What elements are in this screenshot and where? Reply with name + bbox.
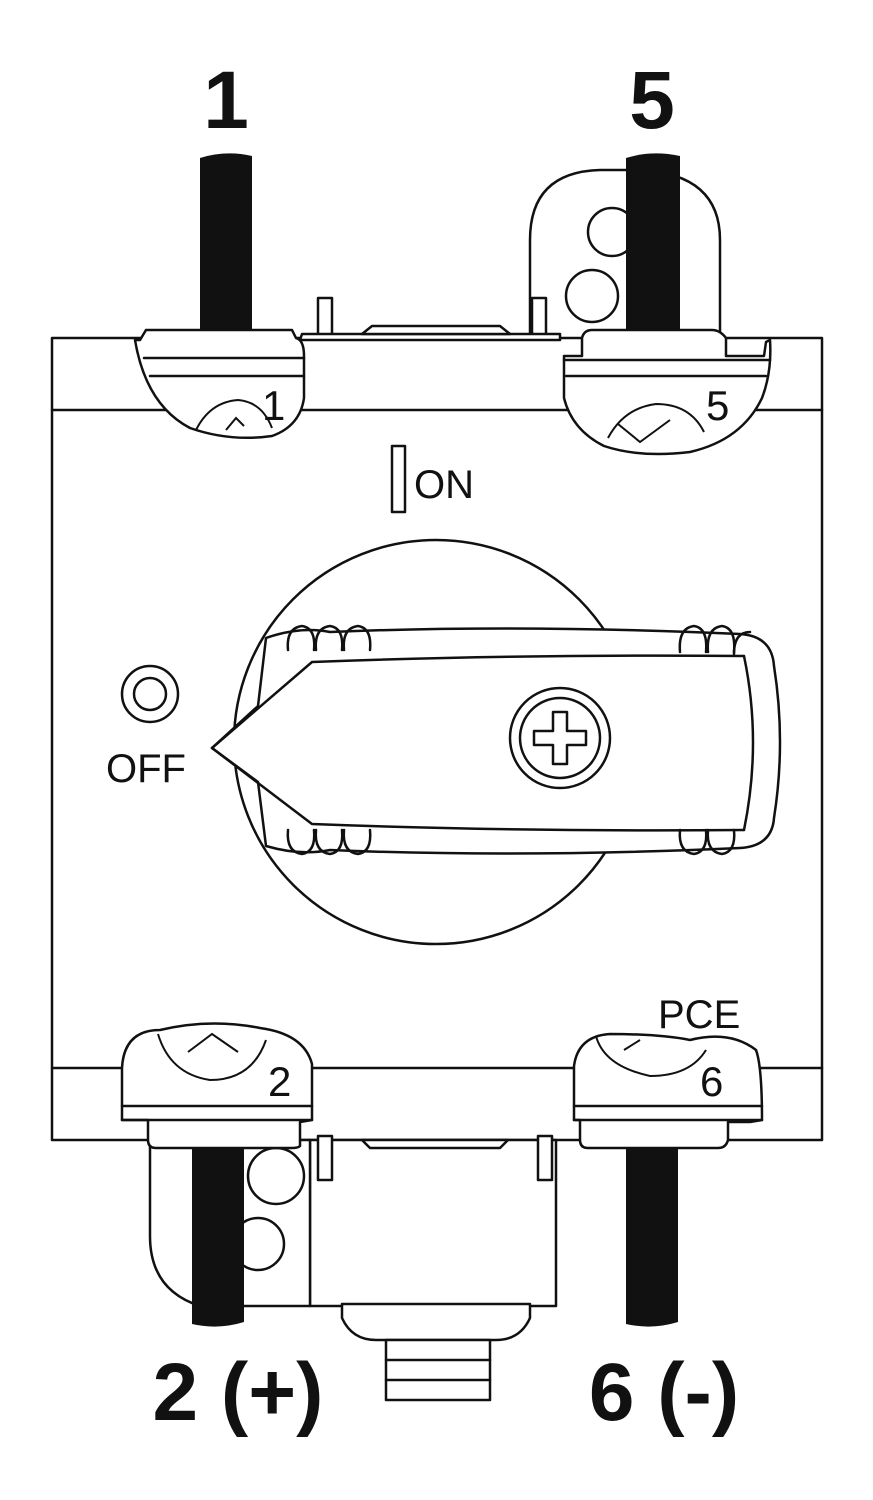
off-label: OFF (106, 747, 186, 791)
off-ring-inner (132, 676, 168, 712)
terminal-2-number: 2 (268, 1058, 291, 1105)
off-indicator: OFF (106, 664, 186, 791)
cable-1-top (200, 153, 252, 340)
terminal-2-bottom: 2 (120, 1022, 314, 1150)
on-mark (390, 444, 407, 514)
on-label: ON (414, 463, 474, 507)
terminal-5-top: 5 (562, 328, 772, 456)
terminal-5-clamp-housing (528, 168, 722, 352)
terminal-5-number: 5 (706, 382, 729, 429)
terminal-1-number: 1 (262, 382, 285, 429)
rotary-knob[interactable] (210, 538, 782, 946)
cable-6-label: 6 (-) (589, 1347, 739, 1438)
cable-2-label: 2 (+) (153, 1347, 324, 1438)
cable-5-top (626, 153, 680, 340)
cable-1-label: 1 (203, 55, 249, 146)
cable-2-bottom (192, 1148, 244, 1327)
terminal-1-top: 1 (133, 328, 306, 440)
cable-6-bottom (626, 1148, 678, 1327)
pce-label: PCE (658, 993, 740, 1037)
on-indicator: ON (390, 444, 474, 514)
knob-screw (508, 686, 612, 790)
bottom-connector-housing (308, 1134, 558, 1402)
knob-handle[interactable] (210, 624, 782, 856)
terminal-6-number: 6 (700, 1058, 723, 1105)
terminal-6-bottom: 6 (572, 1032, 764, 1150)
cable-5-label: 5 (629, 55, 675, 146)
